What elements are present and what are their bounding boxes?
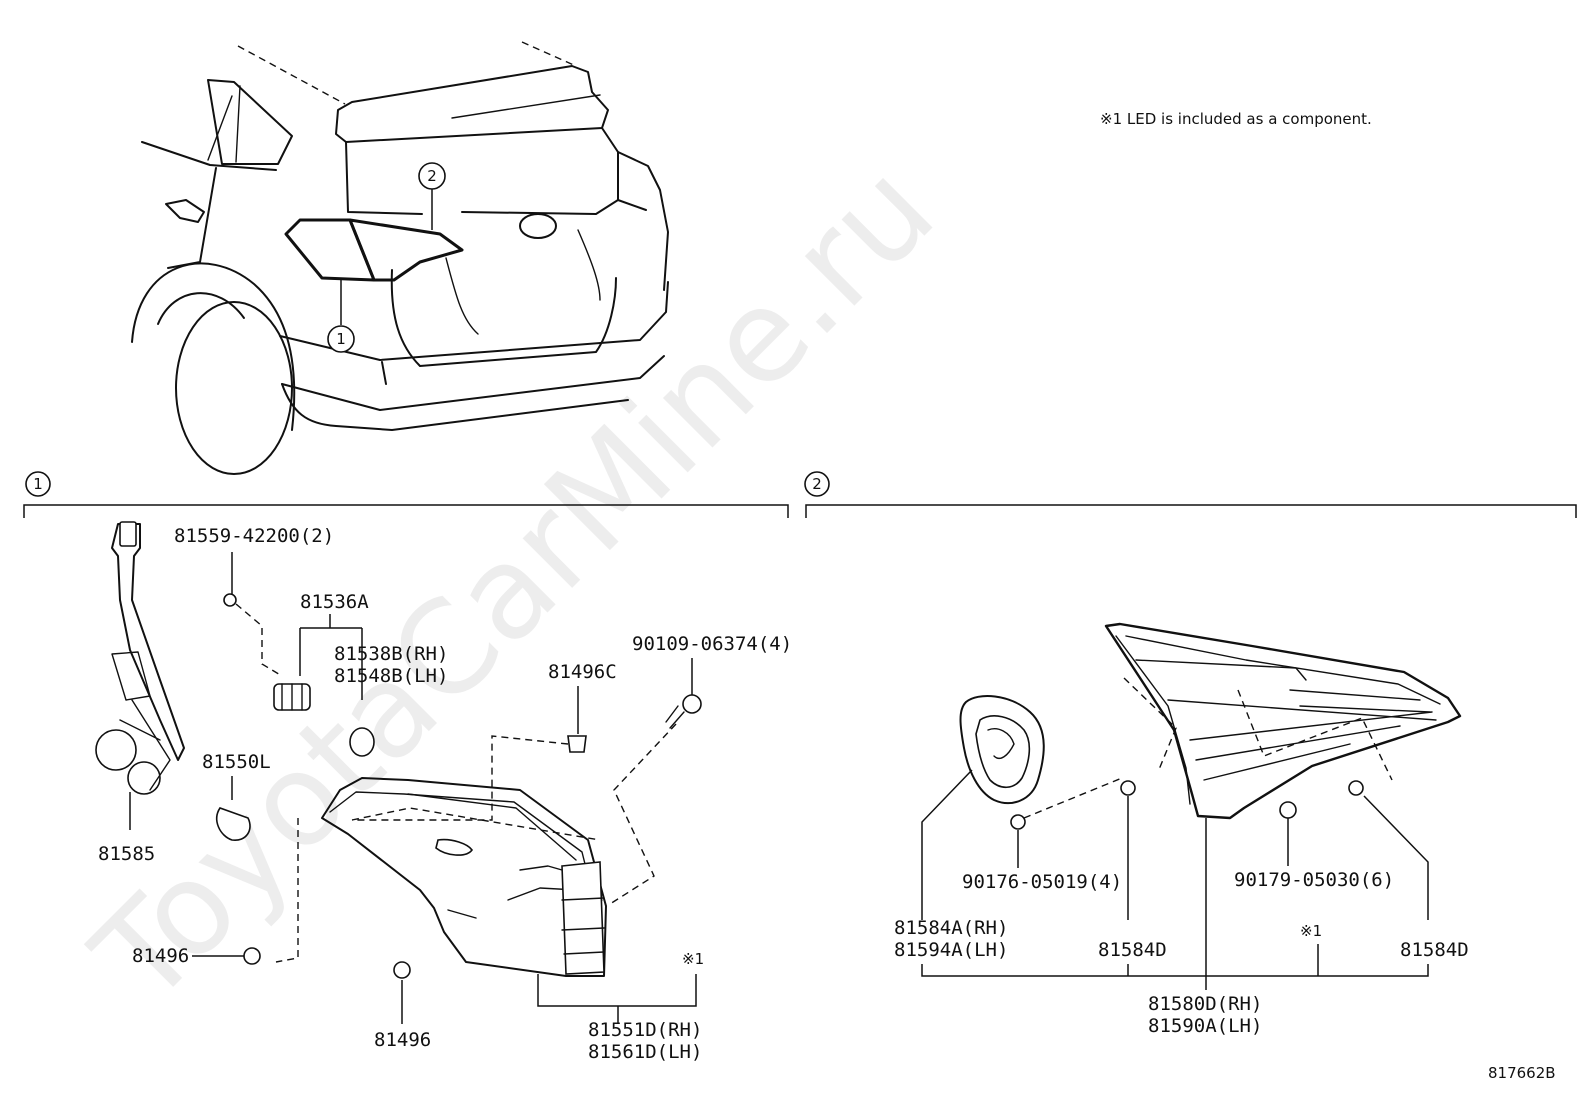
section-2-parts: 81584A(RH) 81594A(LH) 90176-05019(4) 815… xyxy=(894,622,1469,1037)
label-81548b: 81548B(LH) xyxy=(334,665,448,687)
inner-lamp-outline xyxy=(348,218,464,282)
label-81551d: 81551D(RH) xyxy=(588,1019,702,1041)
clip-81496-a-icon xyxy=(243,947,261,965)
led-note: ※1 LED is included as a component. xyxy=(1100,110,1372,128)
outer-rear-combination-lamp xyxy=(321,777,607,977)
led-mark-section-1: ※1 xyxy=(682,950,704,968)
retainer-81584d-a-icon xyxy=(1120,780,1136,796)
label-81538b: 81538B(RH) xyxy=(334,643,448,665)
label-90176-05019: 90176-05019(4) xyxy=(962,871,1122,893)
label-81584d-a: 81584D xyxy=(1098,939,1167,961)
clip-81496c-icon xyxy=(567,735,587,753)
callout-2: 2 xyxy=(427,167,437,185)
label-81584d-b: 81584D xyxy=(1400,939,1469,961)
section-2-number: 2 xyxy=(812,475,822,493)
label-81550l: 81550L xyxy=(202,751,271,773)
screw-90109-icon xyxy=(665,694,702,729)
section-1-parts: 81585 81559-42200(2) 81536A 81538B(RH) 8… xyxy=(95,521,792,1063)
label-81590a: 81590A(LH) xyxy=(1148,1015,1262,1037)
gasket-81538b-icon xyxy=(349,727,375,757)
vehicle-overview: 1 2 xyxy=(131,41,669,475)
section-1-bracket: 1 xyxy=(23,471,789,518)
label-81559-42200: 81559-42200(2) xyxy=(174,525,334,547)
grommet-81559-icon xyxy=(223,593,237,607)
label-90109-06374: 90109-06374(4) xyxy=(632,633,792,655)
label-81585: 81585 xyxy=(98,843,155,865)
inner-rear-combination-lamp xyxy=(1104,622,1462,820)
label-81580d: 81580D(RH) xyxy=(1148,993,1262,1015)
bulb-81550l-icon xyxy=(216,807,251,841)
label-90179-05030: 90179-05030(6) xyxy=(1234,869,1394,891)
diagram-reference-number: 817662B xyxy=(1488,1064,1556,1082)
label-81496c: 81496C xyxy=(548,661,617,683)
section-1-number: 1 xyxy=(33,475,43,493)
label-81496-a: 81496 xyxy=(132,945,189,967)
callout-1: 1 xyxy=(336,330,346,348)
retainer-81584d-b-icon xyxy=(1348,780,1364,796)
nut-90179-icon xyxy=(1279,801,1297,819)
socket-81536a-icon xyxy=(273,683,311,711)
section-2-bracket: 2 xyxy=(804,471,1577,518)
clip-81496-b-icon xyxy=(393,961,411,979)
gasket-81584a-icon xyxy=(959,695,1045,805)
nut-90176-icon xyxy=(1010,814,1026,830)
label-81561d: 81561D(LH) xyxy=(588,1041,702,1063)
label-81584a: 81584A(RH) xyxy=(894,917,1008,939)
label-81536a: 81536A xyxy=(300,591,369,613)
label-81594a: 81594A(LH) xyxy=(894,939,1008,961)
socket-and-wire-81585 xyxy=(95,521,185,795)
led-mark-section-2: ※1 xyxy=(1300,922,1322,940)
label-81496-b: 81496 xyxy=(374,1029,431,1051)
